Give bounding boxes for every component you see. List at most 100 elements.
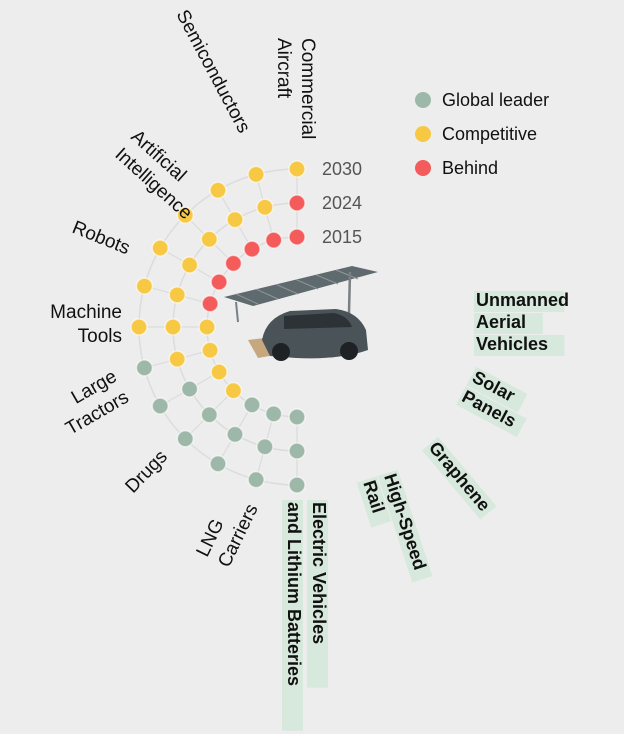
dot-drugs-2015: [198, 318, 216, 336]
category-label-line: Drugs: [121, 446, 171, 497]
solar-cell-line: [295, 279, 319, 290]
car-solar-carport-image: [224, 266, 378, 361]
category-label-semiconductors: Semiconductors: [172, 6, 255, 136]
solar-cell-line: [335, 269, 359, 280]
dot-lng-carriers-2024: [168, 350, 186, 368]
year-label-2030: 2030: [322, 159, 362, 179]
label-highlight: [474, 291, 565, 312]
legend-swatch-competitive: [415, 126, 431, 142]
solar-cell-line: [275, 283, 299, 295]
legend-label-competitive: Competitive: [442, 124, 537, 144]
status-dots: [130, 160, 306, 494]
car-wheel: [272, 343, 290, 361]
year-label-2024: 2024: [322, 193, 362, 213]
legend-label-global_leader: Global leader: [442, 90, 549, 110]
legend-swatch-global_leader: [415, 92, 431, 108]
category-label-drugs: Drugs: [121, 446, 171, 497]
dot-unmanned-aerial-vehicles-2030: [288, 476, 306, 494]
solar-cell-line: [315, 274, 339, 285]
label-highlight: [422, 436, 497, 520]
dot-robots-2015: [224, 254, 243, 273]
category-label-line: and Lithium Batteries: [284, 502, 304, 686]
category-label-line: Tools: [78, 326, 122, 347]
dot-electric-vehicles-and-lithium-batteries-2030: [151, 397, 169, 415]
dot-solar-panels-2024: [256, 438, 274, 456]
dot-large-tractors-2030: [135, 277, 154, 295]
label-highlight: [307, 500, 328, 688]
dot-machine-tools-2015: [210, 273, 228, 291]
category-label-robots: Robots: [69, 217, 133, 259]
dot-high-speed-rail-2030: [176, 429, 195, 448]
label-highlight: [377, 469, 433, 583]
dot-graphene-2024: [226, 425, 244, 444]
dot-lng-carriers-2015: [201, 341, 219, 360]
dot-artificial-intelligence-2030: [209, 181, 227, 199]
dot-machine-tools-2030: [151, 239, 169, 257]
dot-commercial-aircraft-2015: [288, 228, 306, 246]
category-label-line: Vehicles: [476, 334, 548, 354]
solar-cell-line: [255, 288, 279, 300]
label-highlight: [474, 313, 543, 334]
dot-graphene-2015: [243, 396, 261, 414]
car-window: [284, 313, 352, 329]
dot-artificial-intelligence-2015: [243, 240, 261, 258]
category-label-line: Graphene: [425, 438, 494, 515]
category-label-line: Machine: [50, 302, 122, 323]
category-label-line: Aerial: [476, 312, 526, 332]
year-labels: 2030 2024 2015: [322, 159, 362, 247]
dot-unmanned-aerial-vehicles-2024: [288, 442, 306, 460]
dot-electric-vehicles-and-lithium-batteries-2024: [180, 380, 199, 398]
dot-semiconductors-2015: [264, 231, 283, 249]
carport-post: [235, 301, 239, 323]
label-highlight: [474, 335, 565, 356]
category-label-line: Robots: [69, 217, 133, 259]
car-wheel: [340, 342, 358, 360]
dot-commercial-aircraft-2030: [288, 160, 306, 178]
category-label-line: Unmanned: [476, 290, 569, 310]
dot-lng-carriers-2030: [135, 359, 154, 377]
category-label-line: Semiconductors: [172, 6, 255, 136]
dot-graphene-2030: [209, 455, 227, 473]
dot-robots-2030: [176, 206, 195, 225]
dot-machine-tools-2024: [180, 256, 199, 274]
dot-solar-panels-2015: [264, 405, 283, 423]
dot-drugs-2024: [164, 318, 182, 336]
label-highlight: [456, 386, 527, 438]
dot-semiconductors-2030: [247, 165, 265, 184]
category-label-line: Aircraft: [273, 38, 294, 99]
dot-unmanned-aerial-vehicles-2015: [288, 408, 306, 426]
legend-swatch-behind: [415, 160, 431, 176]
dot-solar-panels-2030: [247, 470, 265, 489]
dot-large-tractors-2015: [201, 294, 219, 313]
dot-electric-vehicles-and-lithium-batteries-2015: [210, 363, 228, 381]
dot-high-speed-rail-2015: [224, 381, 243, 400]
dot-semiconductors-2024: [256, 198, 274, 216]
label-highlight: [282, 500, 303, 731]
dot-commercial-aircraft-2024: [288, 194, 306, 212]
dot-large-tractors-2024: [168, 286, 186, 304]
category-label-line: Electric Vehicles: [309, 502, 329, 644]
category-label-graphene: Graphene: [422, 436, 497, 520]
year-label-2015: 2015: [322, 227, 362, 247]
dot-artificial-intelligence-2024: [226, 210, 244, 229]
dot-robots-2024: [200, 230, 219, 249]
solar-cell-line: [235, 293, 259, 305]
dot-drugs-2030: [130, 318, 148, 336]
label-highlight: [356, 476, 392, 528]
category-label-line: Commercial: [297, 38, 318, 139]
solar-panel-roof: [224, 266, 378, 306]
legend-label-behind: Behind: [442, 158, 498, 178]
dot-high-speed-rail-2024: [200, 405, 219, 424]
